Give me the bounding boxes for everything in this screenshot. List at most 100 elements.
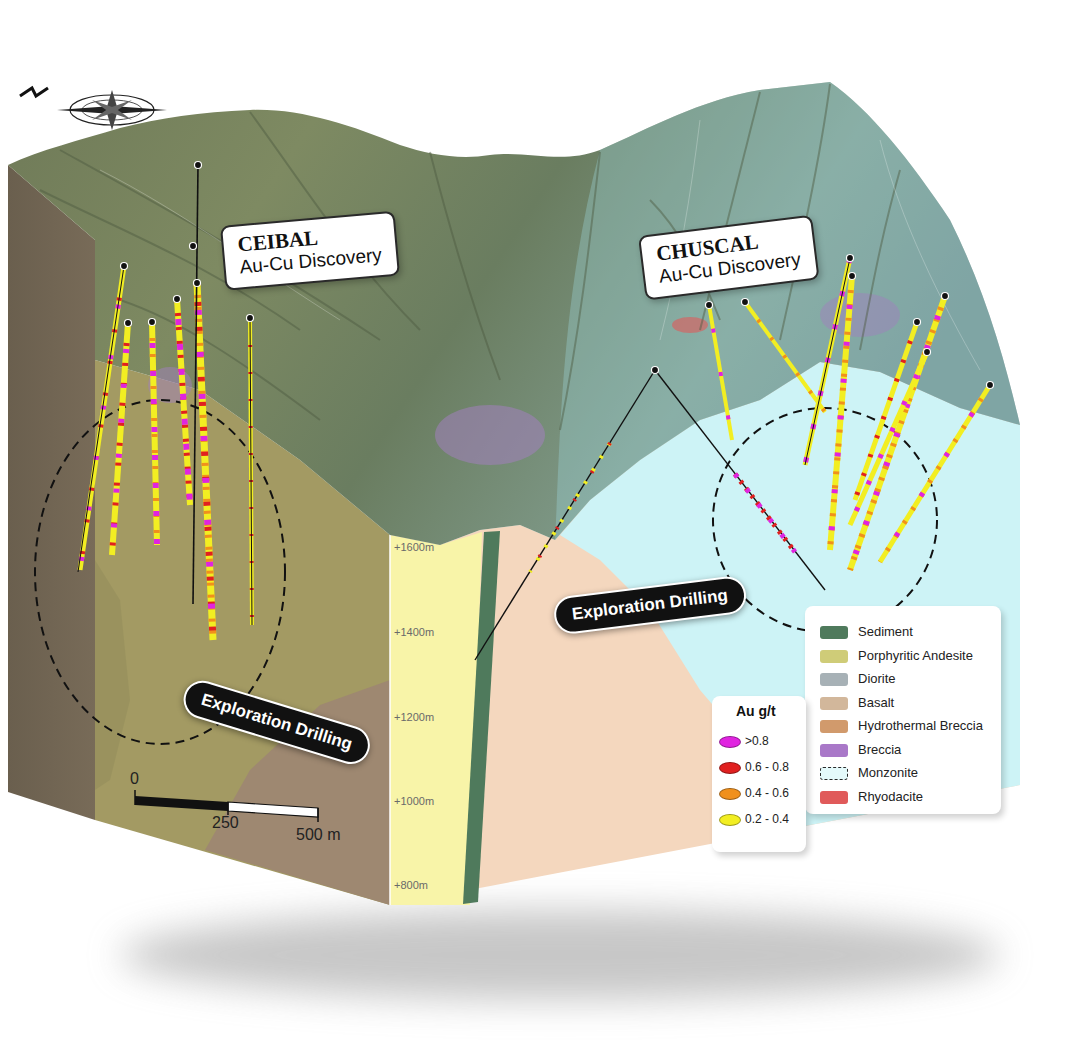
illustration-part bbox=[880, 385, 990, 562]
elevation-label: +1600m bbox=[394, 541, 434, 553]
drill-hole bbox=[655, 370, 825, 590]
drill-hole bbox=[830, 276, 852, 550]
illustration-part bbox=[735, 474, 795, 552]
illustration-part bbox=[855, 322, 917, 500]
illustration-part bbox=[149, 319, 156, 326]
legend-swatch bbox=[719, 762, 741, 774]
illustration-part bbox=[830, 276, 852, 550]
discovery-callout: CEIBALAu-Cu Discovery bbox=[220, 211, 400, 291]
legend-text: Rhyodacite bbox=[858, 789, 923, 804]
terrain-ridges bbox=[40, 84, 900, 430]
legend-text: Breccia bbox=[858, 742, 901, 757]
block-edge bbox=[389, 535, 391, 905]
illustration-part bbox=[735, 474, 795, 552]
legend-text: Diorite bbox=[858, 671, 896, 686]
illustration-part bbox=[134, 790, 136, 805]
legend-text: Porphyritic Andesite bbox=[858, 648, 973, 663]
illustration-part bbox=[190, 243, 197, 250]
compass-rose bbox=[20, 88, 167, 130]
right-face-sediment bbox=[463, 531, 500, 904]
drilling-tag: Exploration Drilling bbox=[552, 575, 748, 637]
legend-swatch bbox=[820, 767, 848, 780]
illustration-part bbox=[880, 385, 990, 562]
drill-hole bbox=[855, 322, 917, 500]
illustration-part bbox=[830, 276, 852, 550]
drill-hole bbox=[745, 302, 825, 412]
elevation-label: +1400m bbox=[394, 626, 434, 638]
drill-hole bbox=[112, 323, 128, 555]
legend-heading: Au g/t bbox=[736, 703, 776, 719]
right-face-basalt bbox=[390, 362, 1020, 905]
legend-text: 0.2 - 0.4 bbox=[745, 812, 789, 826]
legend-swatch bbox=[820, 744, 848, 757]
drill-hole bbox=[250, 318, 252, 625]
illustration-part bbox=[112, 323, 128, 555]
legend-swatch bbox=[820, 791, 848, 804]
illustration-part bbox=[850, 296, 945, 570]
illustration-part bbox=[177, 299, 190, 505]
legend-text: Monzonite bbox=[858, 765, 918, 780]
illustration-part bbox=[655, 370, 825, 590]
illustration-part bbox=[250, 318, 252, 625]
illustration-part bbox=[78, 266, 124, 572]
illustration-part bbox=[850, 352, 927, 525]
illustration-part bbox=[197, 283, 213, 640]
drill-holes bbox=[78, 165, 990, 660]
drill-hole bbox=[880, 385, 990, 562]
illustration-part bbox=[152, 322, 157, 545]
illustration-part bbox=[745, 302, 825, 412]
scale-label: 0 bbox=[130, 770, 139, 788]
legend-swatch bbox=[820, 697, 848, 710]
illustration-part bbox=[745, 302, 825, 412]
illustration-part bbox=[247, 315, 254, 322]
illustration-part bbox=[780, 84, 830, 340]
legend-swatch bbox=[820, 650, 848, 663]
illustration-part bbox=[177, 299, 190, 505]
illustration-part bbox=[860, 170, 900, 350]
illustration-part bbox=[847, 255, 854, 262]
illustration-part bbox=[20, 88, 48, 96]
illustration-part bbox=[709, 305, 732, 440]
drill-hole bbox=[709, 305, 732, 440]
drill-hole bbox=[177, 299, 190, 505]
illustration-part bbox=[850, 352, 927, 525]
legend-text: >0.8 bbox=[745, 734, 769, 748]
illustration-part bbox=[195, 162, 202, 169]
illustration-part bbox=[112, 323, 128, 555]
drill-hole bbox=[152, 322, 157, 545]
illustration-part bbox=[652, 367, 659, 374]
legend-swatch bbox=[820, 673, 848, 686]
drill-hole bbox=[197, 283, 213, 640]
illustration-part bbox=[430, 152, 500, 380]
box-title: Exploration Drilling bbox=[571, 586, 729, 625]
illustration-part bbox=[197, 283, 213, 640]
illustration-part bbox=[152, 322, 157, 545]
drilling-tag: Exploration Drilling bbox=[179, 676, 375, 769]
drill-hole bbox=[850, 352, 927, 525]
legend-swatch bbox=[719, 788, 741, 800]
legend-swatch bbox=[820, 720, 848, 733]
illustration-part bbox=[317, 808, 319, 822]
illustration-part bbox=[227, 802, 229, 815]
illustration-part bbox=[228, 802, 318, 817]
elevation-label: +1200m bbox=[394, 711, 434, 723]
scale-label: 250 bbox=[212, 814, 239, 832]
legend-swatch bbox=[719, 814, 741, 826]
illustration-part bbox=[830, 276, 852, 550]
legend-text: Sediment bbox=[858, 624, 913, 639]
block-side-face bbox=[8, 165, 95, 820]
illustration-part bbox=[880, 385, 990, 562]
illustration-part bbox=[530, 443, 610, 572]
target-outline bbox=[35, 400, 285, 744]
illustration-part bbox=[174, 296, 181, 303]
illustration-part bbox=[942, 293, 949, 300]
drill-hole bbox=[850, 296, 945, 570]
illustration-part bbox=[194, 280, 201, 287]
illustration-part bbox=[849, 273, 856, 280]
illustration-part bbox=[197, 283, 213, 640]
illustration-part bbox=[850, 296, 945, 570]
illustration-part bbox=[914, 319, 921, 326]
illustration-part bbox=[135, 796, 228, 811]
legend-text: 0.6 - 0.8 bbox=[745, 760, 789, 774]
